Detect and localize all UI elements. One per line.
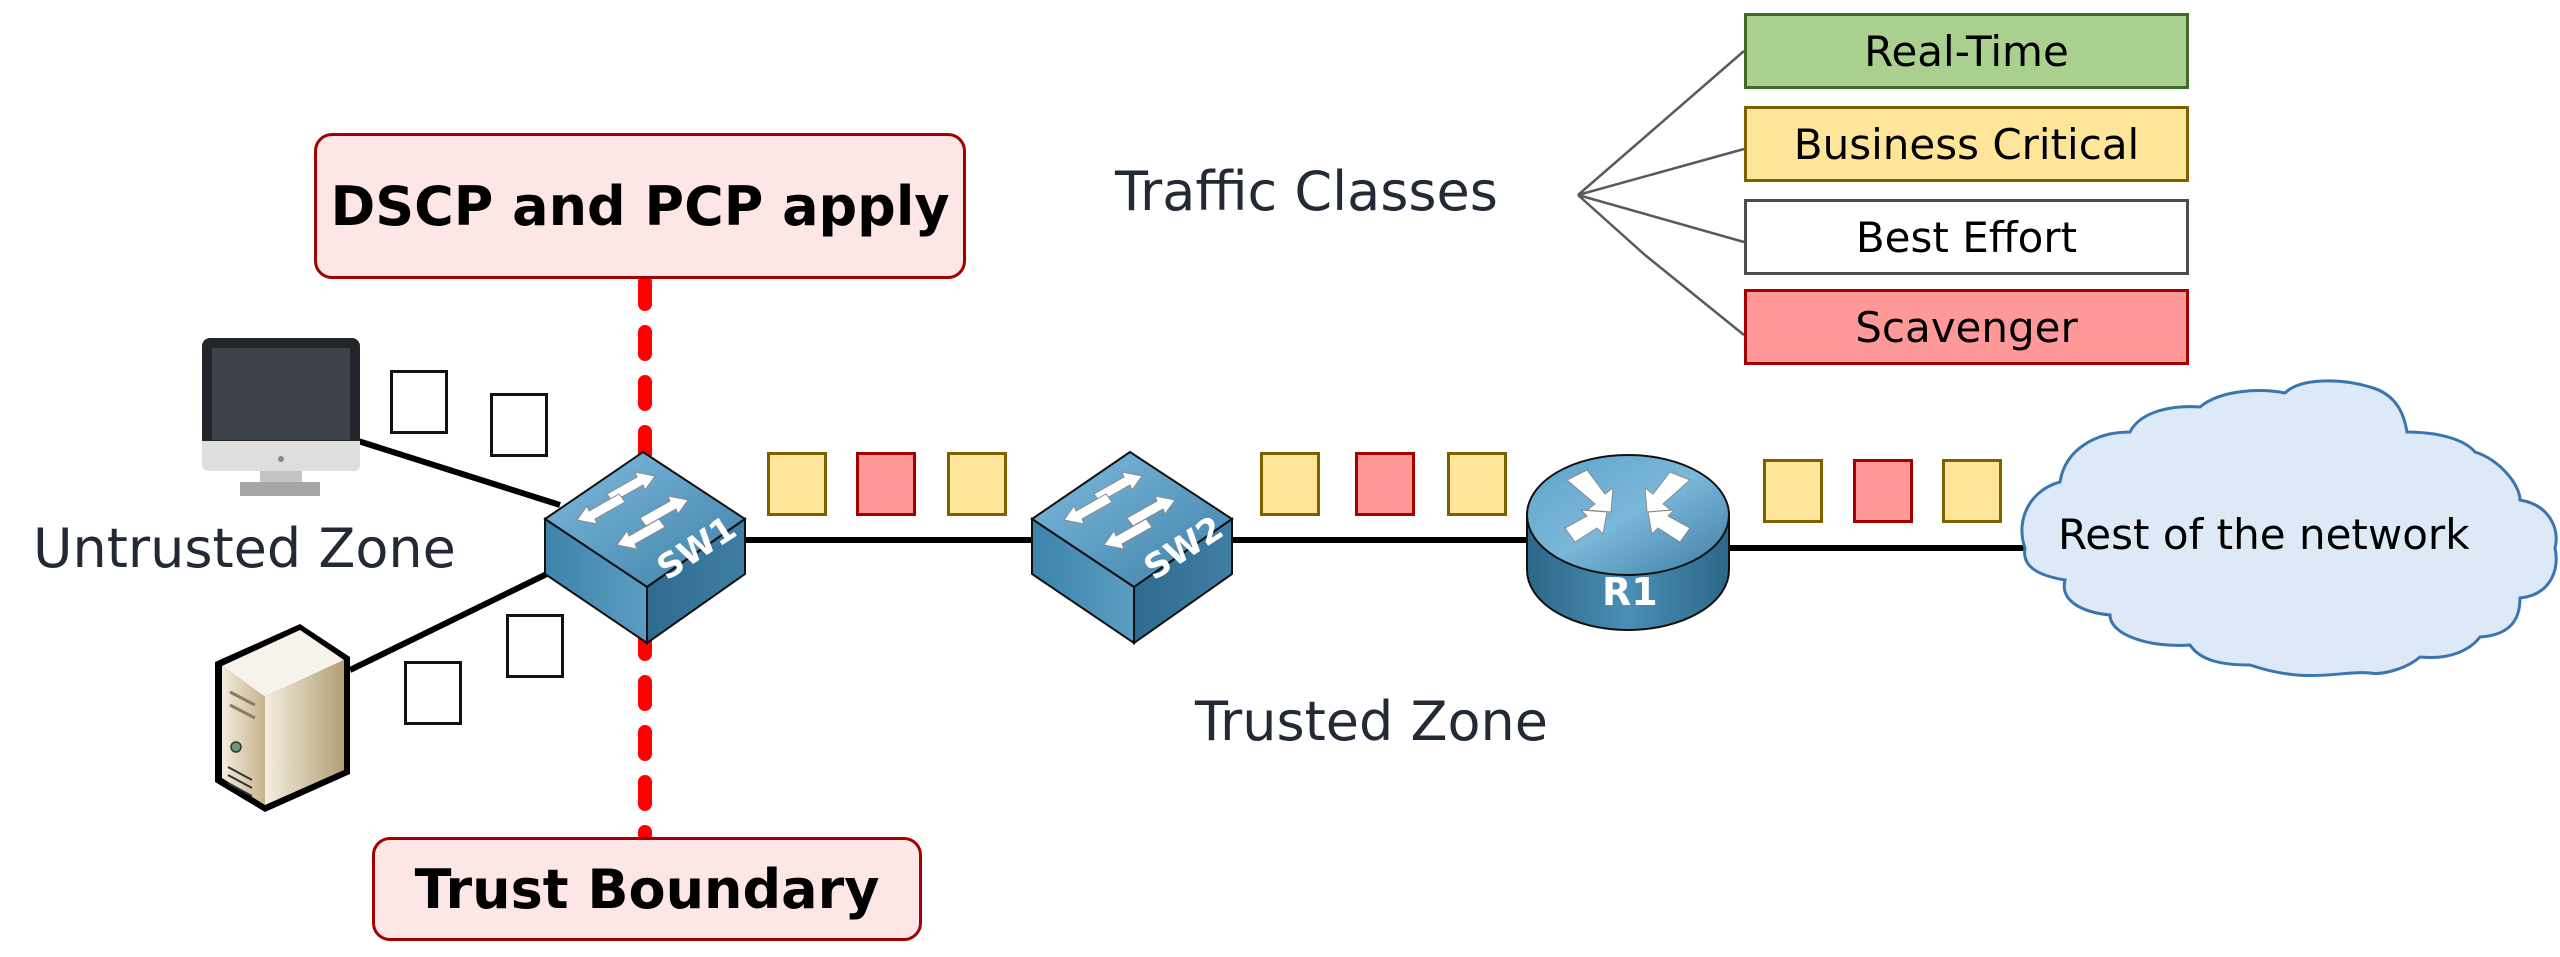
class-real-time-label: Real-Time [1864,26,2069,76]
trust-boundary-callout-text: Trust Boundary [414,857,880,921]
switch-sw1-icon [543,450,747,645]
class-business-critical: Business Critical [1744,106,2189,182]
packet-business-critical [1260,452,1320,516]
packet-scavenger [1355,452,1415,516]
dscp-pcp-callout-text: DSCP and PCP apply [330,174,950,238]
packet-unmarked [506,614,564,678]
cloud-shape [2020,379,2558,678]
packet-scavenger [1853,459,1913,523]
class-best-effort-label: Best Effort [1855,212,2078,262]
class-business-critical-label: Business Critical [1793,119,2140,169]
packet-scavenger [856,452,916,516]
router-r1-icon [1526,454,1730,631]
trusted-zone-label: Trusted Zone [1195,690,1548,753]
packet-unmarked [490,393,548,457]
untrusted-zone-label: Untrusted Zone [33,517,456,580]
class-best-effort: Best Effort [1744,199,2189,275]
packet-business-critical [1942,459,2002,523]
r1-label: R1 [1602,570,1658,614]
packet-business-critical [1447,452,1507,516]
packet-unmarked [404,661,462,725]
packet-business-critical [767,452,827,516]
packet-business-critical [1763,459,1823,523]
rest-of-network-label: Rest of the network [2058,510,2470,559]
class-scavenger-label: Scavenger [1855,302,2078,352]
trust-boundary-callout: Trust Boundary [372,837,922,941]
desktop-computer-icon [202,338,360,496]
class-scavenger: Scavenger [1744,289,2189,365]
link-server-sw1 [348,567,557,673]
switch-sw2-icon [1030,450,1234,645]
class-real-time: Real-Time [1744,13,2189,89]
link-pc-sw1 [354,437,561,508]
links [348,437,2025,673]
traffic-classes-title: Traffic Classes [1115,160,1498,223]
server-icon [215,624,350,812]
packet-unmarked [390,370,448,434]
dscp-pcp-callout: DSCP and PCP apply [314,133,966,279]
packet-business-critical [947,452,1007,516]
traffic-class-connectors [1577,50,1745,336]
